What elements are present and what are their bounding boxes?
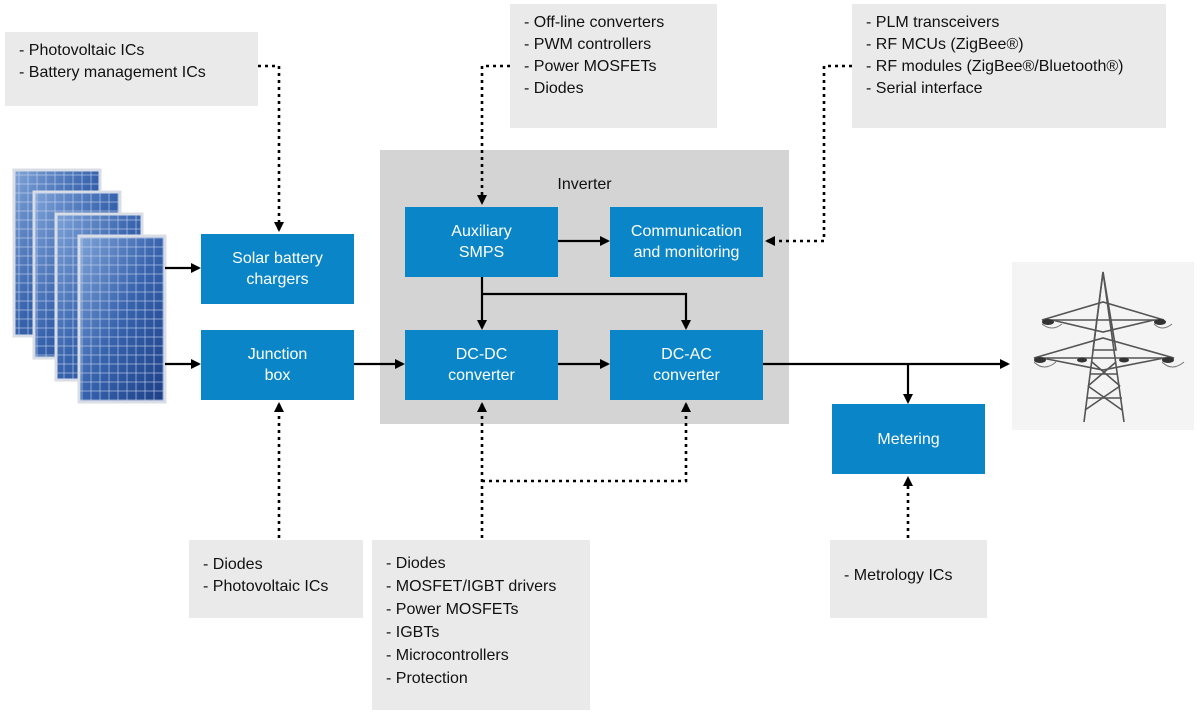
block-label-line: converter xyxy=(448,367,515,384)
note-line: - Metrology ICs xyxy=(844,567,953,584)
note-diodes-photovoltaic: - Diodes - Photovoltaic ICs xyxy=(189,540,363,618)
auxiliary-smps-block: Auxiliary SMPS xyxy=(405,207,558,277)
note-line: - PWM controllers xyxy=(524,36,652,53)
block-label-line: and monitoring xyxy=(633,244,740,261)
note-line: - Power MOSFETs xyxy=(386,601,519,618)
dc-ac-converter-block: DC-AC converter xyxy=(610,330,763,400)
dotted-note-to-charger xyxy=(258,64,284,232)
note-line: - Power MOSFETs xyxy=(524,58,657,75)
block-label-line: converter xyxy=(653,367,720,384)
note-line: - Serial interface xyxy=(866,80,983,97)
note-line: - RF MCUs (ZigBee®) xyxy=(866,36,1024,53)
note-line: - Photovoltaic ICs xyxy=(19,42,145,59)
solar-panel-4 xyxy=(77,234,167,404)
note-line: - Diodes xyxy=(386,555,446,572)
note-line: - IGBTs xyxy=(386,624,440,641)
note-plm-rf: - PLM transceivers - RF MCUs (ZigBee®) -… xyxy=(852,4,1166,128)
block-label-line: DC-DC xyxy=(455,346,508,363)
note-line: - PLM transceivers xyxy=(866,14,1000,31)
metering-block: Metering xyxy=(832,404,985,474)
note-photovoltaic-battery: - Photovoltaic ICs - Battery management … xyxy=(5,32,258,106)
solar-panel-icon xyxy=(12,168,167,404)
note-line: - RF modules (ZigBee®/Bluetooth®) xyxy=(866,58,1124,75)
block-label-line: DC-AC xyxy=(661,346,712,363)
dc-dc-converter-block: DC-DC converter xyxy=(405,330,558,400)
note-offline-converters: - Off-line converters - PWM controllers … xyxy=(510,4,717,128)
note-metrology: - Metrology ICs xyxy=(830,540,987,618)
note-line: - Photovoltaic ICs xyxy=(203,578,329,595)
note-line: - Diodes xyxy=(524,80,584,97)
note-line: - Battery management ICs xyxy=(19,64,206,81)
communication-monitoring-block: Communication and monitoring xyxy=(610,207,763,277)
note-line: - Off-line converters xyxy=(524,14,665,31)
block-label-line: Auxiliary xyxy=(451,223,512,240)
inverter-title: Inverter xyxy=(557,176,612,193)
block-label-line: Solar battery xyxy=(232,250,323,267)
junction-box-block: Junction box xyxy=(201,330,354,400)
note-line: - Protection xyxy=(386,670,468,687)
block-label-line: Metering xyxy=(877,430,940,448)
block-label-line: Junction xyxy=(247,346,308,363)
power-pylon-icon xyxy=(1012,262,1194,430)
block-label-line: box xyxy=(264,367,291,384)
solar-battery-chargers-block: Solar battery chargers xyxy=(201,234,354,304)
note-line: - Diodes xyxy=(203,556,263,573)
block-label-line: Communication xyxy=(630,223,743,240)
block-label-line: chargers xyxy=(246,271,309,288)
note-line: - MOSFET/IGBT drivers xyxy=(386,578,557,595)
block-label-line: SMPS xyxy=(458,244,505,261)
note-power-components: - Diodes - MOSFET/IGBT drivers - Power M… xyxy=(372,540,590,710)
note-line: - Microcontrollers xyxy=(386,647,509,664)
